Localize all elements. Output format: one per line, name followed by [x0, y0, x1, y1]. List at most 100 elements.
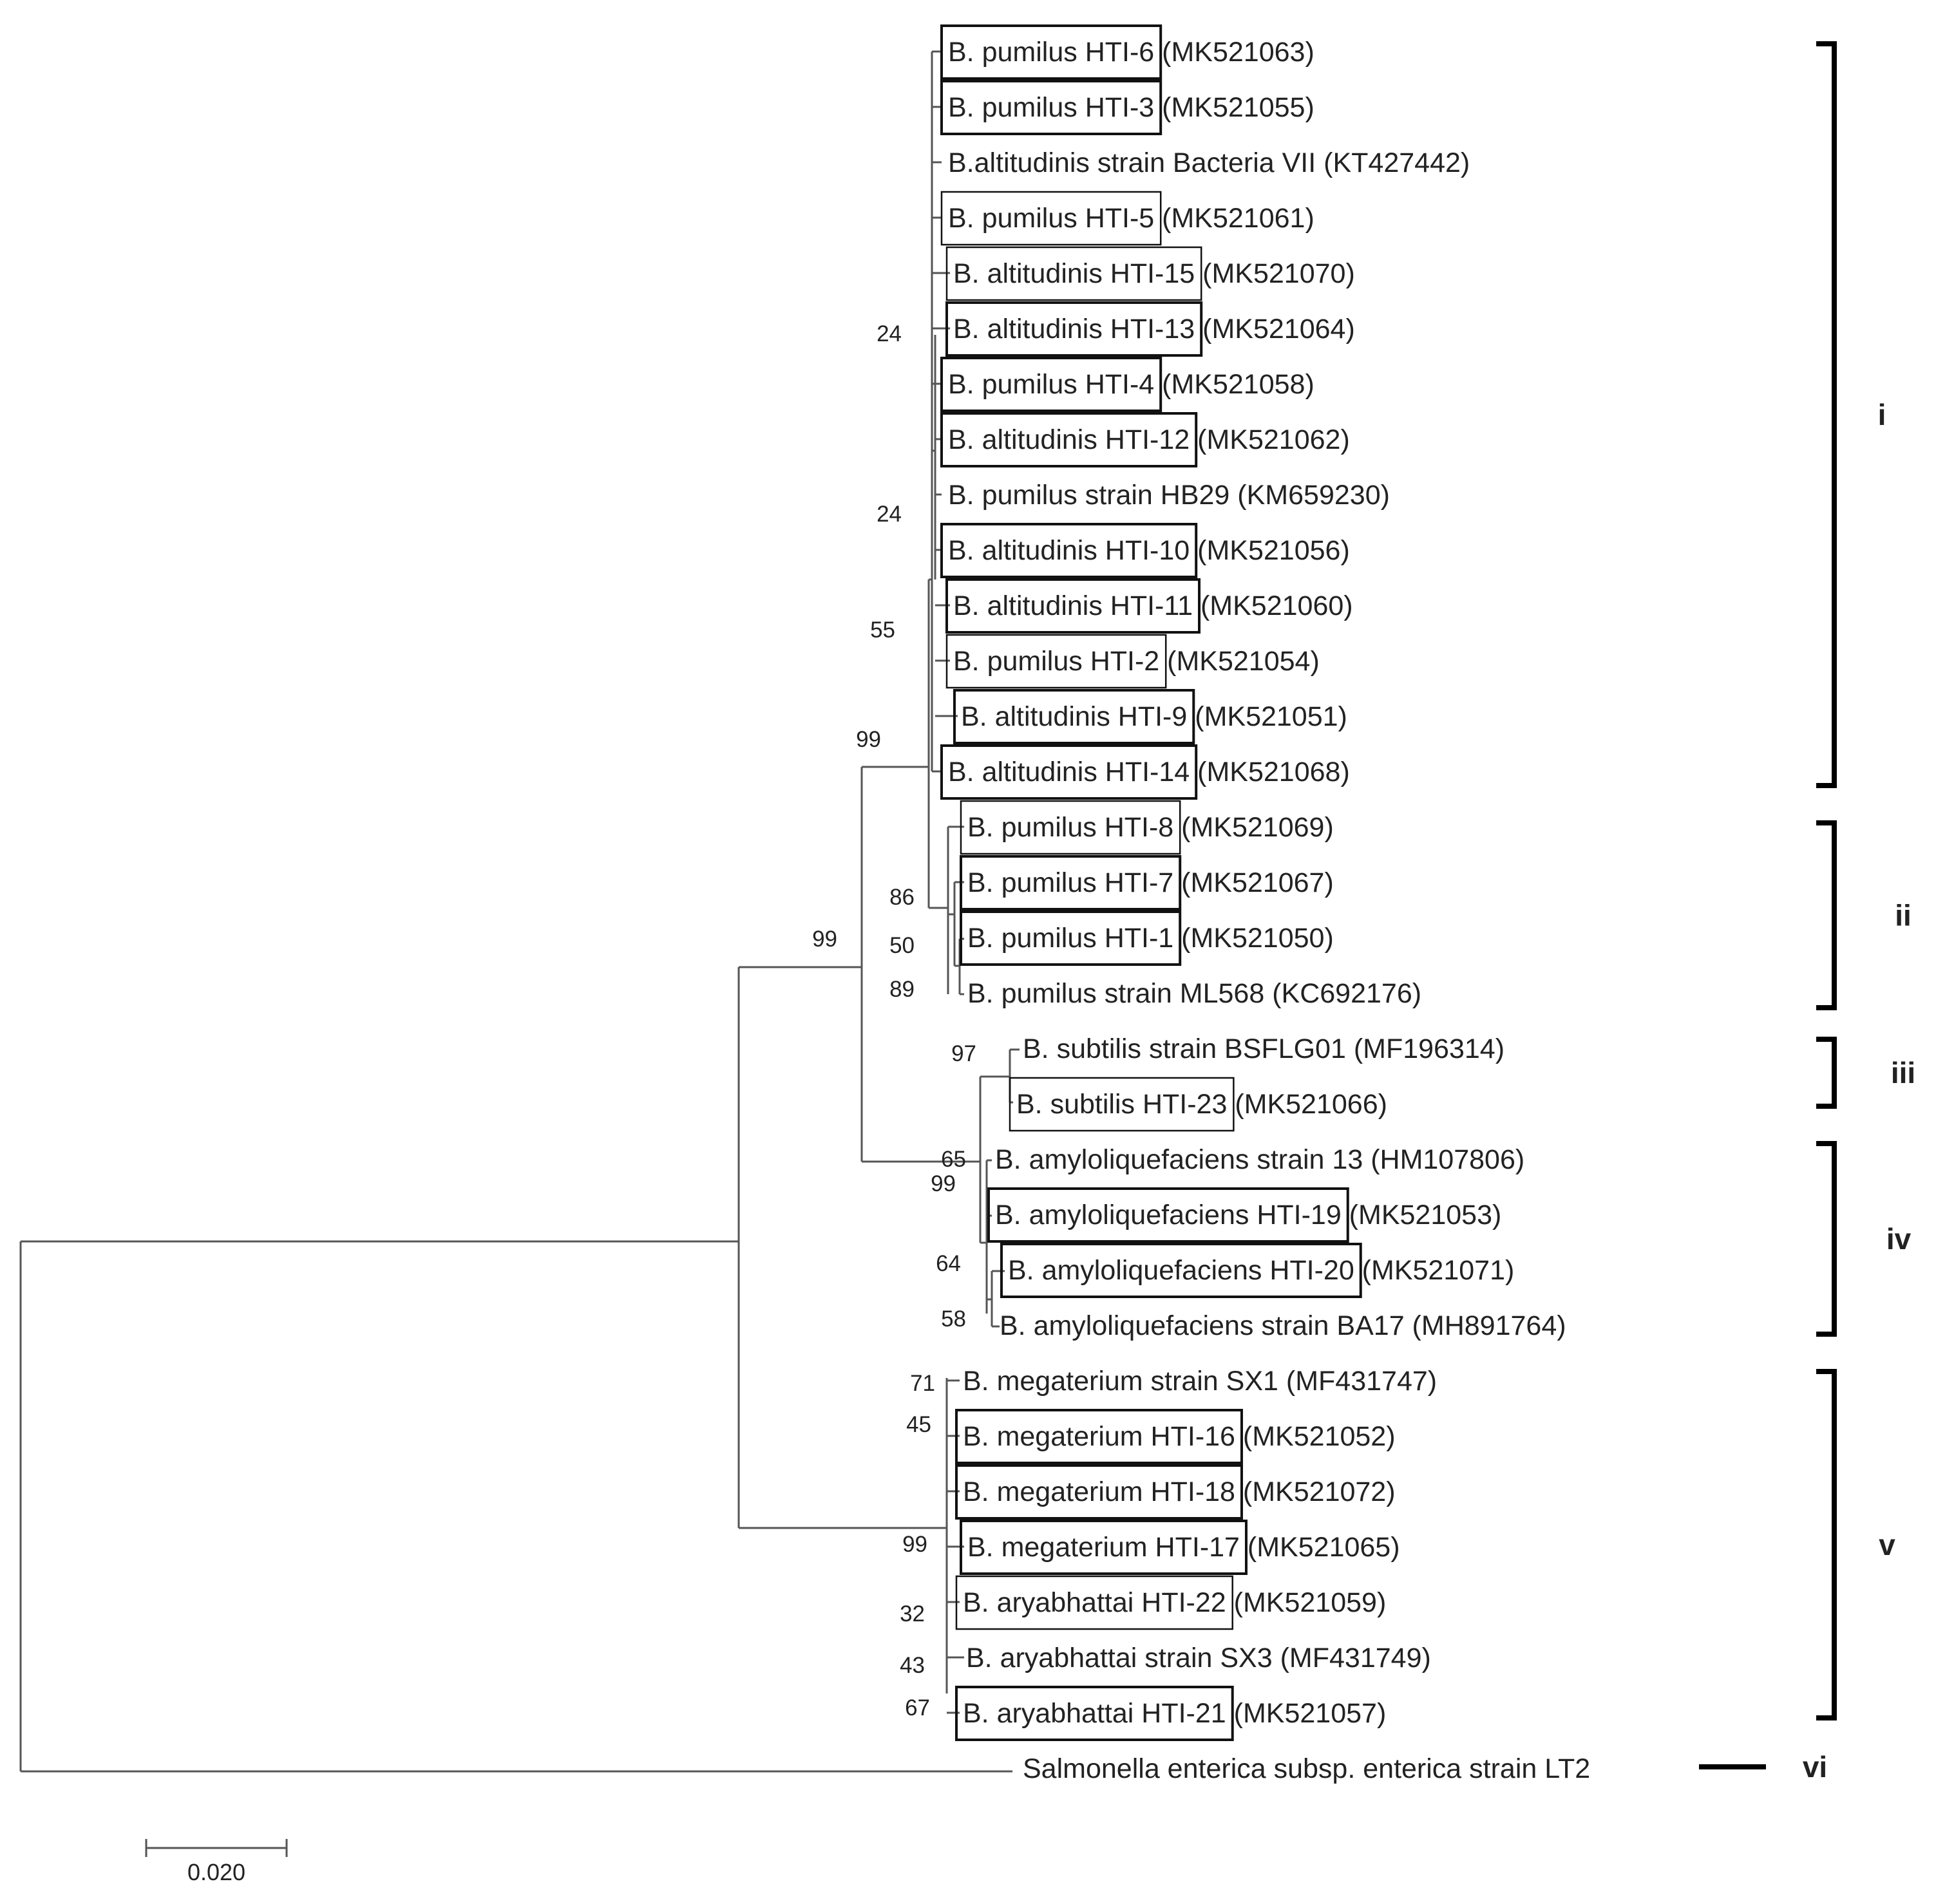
isolate-box-hti17 — [960, 1520, 1248, 1575]
taxon-label-hti18: B. megaterium HTI-18 (MK521072) — [963, 1476, 1396, 1507]
isolate-box-hti23 — [1009, 1077, 1235, 1132]
taxon-label-hti14: B. altitudinis HTI-14 (MK521068) — [948, 757, 1350, 787]
isolate-box-hti19 — [987, 1187, 1349, 1243]
isolate-box-hti8 — [960, 800, 1181, 855]
bootstrap-value: 32 — [900, 1601, 925, 1626]
isolate-box-hti22 — [955, 1575, 1233, 1630]
taxon-label-mf431747: B. megaterium strain SX1 (MF431747) — [963, 1366, 1437, 1397]
taxon-accession-hti6: (MK521063) — [1154, 37, 1314, 68]
clade-bracket-ii — [1816, 820, 1837, 1010]
isolate-box-hti3 — [940, 80, 1163, 135]
taxon-label-hti6: B. pumilus HTI-6 (MK521063) — [948, 37, 1314, 68]
taxon-name-hti15: B. altitudinis HTI-15 — [953, 258, 1195, 289]
taxon-name-hti11: B. altitudinis HTI-11 — [953, 590, 1193, 621]
taxon-accession-hti8: (MK521069) — [1173, 812, 1334, 843]
taxon-accession-hti23: (MK521066) — [1227, 1089, 1387, 1120]
bootstrap-value: 86 — [889, 885, 915, 910]
clade-label-ii: ii — [1895, 899, 1912, 932]
isolate-box-hti11 — [945, 578, 1201, 634]
taxon-accession-hti12: (MK521062) — [1190, 424, 1350, 455]
taxon-label-hti5: B. pumilus HTI-5 (MK521061) — [948, 203, 1314, 234]
isolate-boxes — [940, 24, 1362, 1741]
taxon-name-hti6: B. pumilus HTI-6 — [948, 37, 1154, 68]
taxon-name-mh891764: B. amyloliquefaciens strain BA17 — [1000, 1310, 1405, 1341]
taxon-label-hti22: B. aryabhattai HTI-22 (MK521059) — [963, 1587, 1386, 1618]
taxon-name-mf431749: B. aryabhattai strain SX3 — [966, 1643, 1273, 1673]
clade-bracket-iv — [1816, 1141, 1837, 1337]
taxon-name-hti13: B. altitudinis HTI-13 — [953, 314, 1195, 344]
taxon-name-hti2: B. pumilus HTI-2 — [953, 646, 1159, 677]
bootstrap-value: 65 — [941, 1147, 966, 1172]
taxon-label-hti16: B. megaterium HTI-16 (MK521052) — [963, 1421, 1396, 1452]
bootstrap-value: 24 — [877, 321, 902, 346]
taxon-name-hti16: B. megaterium HTI-16 — [963, 1421, 1235, 1452]
taxon-label-hti4: B. pumilus HTI-4 (MK521058) — [948, 369, 1314, 400]
taxon-label-hti17: B. megaterium HTI-17 (MK521065) — [967, 1532, 1400, 1563]
bootstrap-value: 43 — [900, 1653, 925, 1678]
isolate-box-hti4 — [940, 357, 1163, 412]
scale-bar-label: 0.020 — [187, 1859, 245, 1885]
bootstrap-value: 99 — [931, 1171, 956, 1196]
taxon-label-lt2: Salmonella enterica subsp. enterica stra… — [1023, 1753, 1590, 1784]
isolate-box-hti20 — [1000, 1243, 1362, 1298]
taxon-label-kc692176: B. pumilus strain ML568 (KC692176) — [967, 978, 1421, 1009]
taxon-label-hti7: B. pumilus HTI-7 (MK521067) — [967, 867, 1334, 898]
isolate-box-hti13 — [945, 301, 1203, 357]
bootstrap-value: 45 — [906, 1412, 931, 1437]
taxon-accession-mf431749: (MF431749) — [1273, 1643, 1431, 1673]
taxon-accession-mf196314: (MF196314) — [1346, 1033, 1504, 1064]
taxon-accession-hti3: (MK521055) — [1154, 92, 1314, 123]
taxon-label-mf196314: B. subtilis strain BSFLG01 (MF196314) — [1023, 1033, 1504, 1064]
isolate-box-hti21 — [955, 1686, 1234, 1741]
taxon-label-hti20: B. amyloliquefaciens HTI-20 (MK521071) — [1008, 1255, 1514, 1286]
bootstrap-value: 55 — [870, 617, 895, 643]
bootstrap-value: 99 — [856, 727, 881, 752]
taxon-name-hti7: B. pumilus HTI-7 — [967, 867, 1173, 898]
taxon-name-hti19: B. amyloliquefaciens HTI-19 — [995, 1200, 1342, 1230]
taxon-accession-kt427442: (KT427442) — [1316, 147, 1470, 178]
taxon-accession-hti9: (MK521051) — [1187, 701, 1347, 732]
taxon-label-hti13: B. altitudinis HTI-13 (MK521064) — [953, 314, 1355, 344]
bootstrap-value: 50 — [889, 933, 915, 958]
taxon-label-hm107806: B. amyloliquefaciens strain 13 (HM107806… — [995, 1144, 1524, 1175]
bootstrap-value: 58 — [941, 1306, 966, 1332]
taxon-label-hti12: B. altitudinis HTI-12 (MK521062) — [948, 424, 1350, 455]
taxon-name-hti22: B. aryabhattai HTI-22 — [963, 1587, 1226, 1618]
taxon-accession-hti11: (MK521060) — [1193, 590, 1353, 621]
isolate-box-hti6 — [940, 24, 1163, 80]
clade-label-i: i — [1878, 398, 1886, 431]
isolate-box-hti15 — [945, 246, 1202, 301]
taxon-accession-km659230: (KM659230) — [1229, 480, 1390, 511]
taxon-name-kt427442: B.altitudinis strain Bacteria VII — [948, 147, 1316, 178]
taxon-name-hti21: B. aryabhattai HTI-21 — [963, 1698, 1226, 1729]
taxon-label-hti11: B. altitudinis HTI-11 (MK521060) — [953, 590, 1353, 621]
taxon-accession-hti1: (MK521050) — [1173, 923, 1334, 954]
taxon-label-hti15: B. altitudinis HTI-15 (MK521070) — [953, 258, 1355, 289]
taxon-accession-kc692176: (KC692176) — [1264, 978, 1421, 1009]
taxon-label-hti19: B. amyloliquefaciens HTI-19 (MK521053) — [995, 1200, 1501, 1230]
scale-bar: 0.020 — [145, 1839, 288, 1885]
taxon-accession-hti5: (MK521061) — [1154, 203, 1314, 234]
taxon-name-hti20: B. amyloliquefaciens HTI-20 — [1008, 1255, 1354, 1286]
taxon-name-kc692176: B. pumilus strain ML568 — [967, 978, 1264, 1009]
clade-label-iii: iii — [1891, 1056, 1915, 1089]
isolate-box-hti14 — [940, 744, 1198, 800]
taxon-name-hti8: B. pumilus HTI-8 — [967, 812, 1173, 843]
taxon-name-hti14: B. altitudinis HTI-14 — [948, 757, 1190, 787]
taxon-label-hti8: B. pumilus HTI-8 (MK521069) — [967, 812, 1334, 843]
taxon-name-hti17: B. megaterium HTI-17 — [967, 1532, 1240, 1563]
taxon-accession-hti21: (MK521057) — [1226, 1698, 1387, 1729]
clade-bracket-v — [1816, 1369, 1837, 1720]
taxon-name-hti9: B. altitudinis HTI-9 — [961, 701, 1187, 732]
bootstrap-value: 67 — [905, 1695, 930, 1720]
taxon-name-mf431747: B. megaterium strain SX1 — [963, 1366, 1278, 1397]
taxon-accession-hti22: (MK521059) — [1226, 1587, 1387, 1618]
isolate-box-hti1 — [960, 910, 1182, 966]
taxon-name-mf196314: B. subtilis strain BSFLG01 — [1023, 1033, 1346, 1064]
isolate-box-hti12 — [940, 412, 1198, 467]
taxon-label-kt427442: B.altitudinis strain Bacteria VII (KT427… — [948, 147, 1470, 178]
taxon-accession-hti16: (MK521052) — [1235, 1421, 1396, 1452]
clade-bracket-iii — [1816, 1037, 1837, 1109]
